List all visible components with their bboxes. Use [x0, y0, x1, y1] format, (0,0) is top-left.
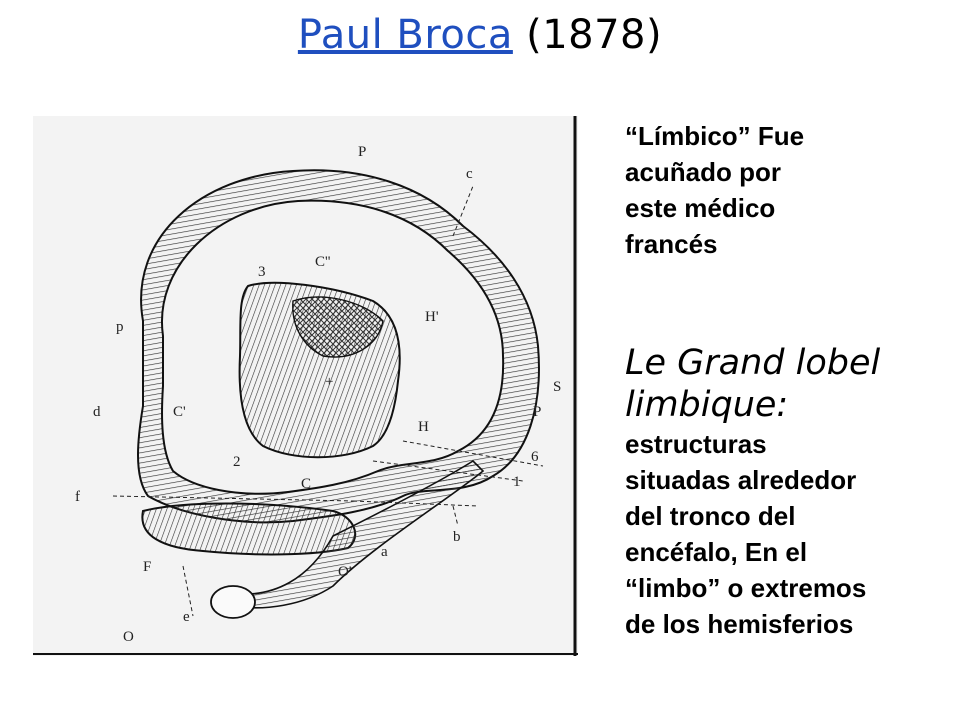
label-O-prime: O' [338, 564, 352, 580]
definition-line: estructuras [625, 429, 767, 459]
definition-line: del tronco del [625, 501, 796, 531]
note-line: acuñado por [625, 157, 782, 187]
label-H-prime: H' [425, 309, 439, 325]
title-year: (1878) [526, 12, 663, 58]
label-P-top: P [358, 144, 366, 160]
label-S: S [553, 379, 561, 395]
definition-title-line: limbique: [625, 385, 789, 425]
label-six: 6 [531, 449, 539, 465]
brain-drawing: P c 3 C'' p H' d C' + P S H 2 C 6 f 1 a … [33, 116, 578, 656]
note-line: francés [625, 229, 718, 259]
definition-title: Le Grand lobel limbique: [625, 342, 945, 426]
note-line: “Límbico” Fue [625, 121, 805, 151]
slide-title: Paul Broca (1878) [0, 12, 960, 58]
olfactory-stalk [231, 459, 485, 609]
label-e: e [183, 609, 190, 625]
label-C-double: C'' [315, 254, 331, 270]
note-line: este médico [625, 193, 776, 223]
definition-body: estructuras situadas alrededor del tronc… [625, 426, 945, 642]
olfactory-bulb [210, 585, 256, 619]
limbico-note: “Límbico” Fue acuñado por este médico fr… [625, 118, 945, 262]
paul-broca-link[interactable]: Paul Broca [297, 12, 513, 58]
limbic-lobe-illustration: P c 3 C'' p H' d C' + P S H 2 C 6 f 1 a … [33, 116, 578, 656]
label-three: 3 [258, 264, 266, 280]
label-O: O [123, 629, 134, 645]
label-d: d [93, 404, 101, 420]
definition-title-line: Le Grand lobel [625, 343, 881, 383]
label-one: 1 [513, 474, 521, 490]
label-H: H [418, 419, 429, 435]
definition-line: encéfalo, En el [625, 537, 808, 567]
lower-gyrus-band [141, 502, 357, 556]
label-a: a [381, 544, 388, 560]
central-crosshatch [292, 296, 384, 358]
label-f: f [75, 489, 80, 505]
label-C-prime: C' [173, 404, 186, 420]
label-F: F [143, 559, 151, 575]
label-C: C [301, 476, 311, 492]
label-p-left: p [116, 319, 124, 335]
leader-lines [112, 185, 544, 617]
definition-line: “limbo” o extremos [625, 573, 867, 603]
label-c-top: c [466, 166, 473, 182]
label-plus: + [325, 374, 333, 390]
definition-line: situadas alrededor [625, 465, 857, 495]
label-P-right: P [533, 404, 541, 420]
definition-line: de los hemisferios [625, 609, 854, 639]
label-two: 2 [233, 454, 241, 470]
label-b: b [453, 529, 461, 545]
definition-block: Le Grand lobel limbique: estructuras sit… [625, 342, 945, 642]
